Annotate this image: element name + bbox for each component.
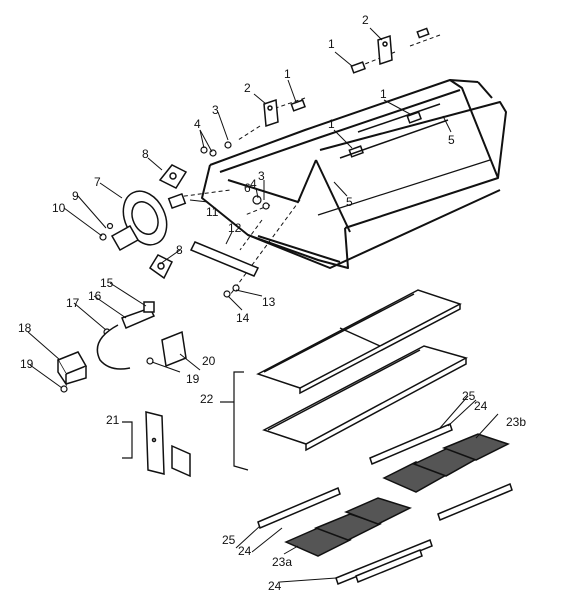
ignition-module <box>56 351 88 387</box>
bracket-21 <box>122 421 133 459</box>
panel-21-small <box>171 444 191 478</box>
bracket-right <box>377 34 393 66</box>
bracket-22 <box>220 371 249 471</box>
igniter-bracket <box>189 241 260 277</box>
callout-c20: 20 <box>202 354 216 368</box>
callout-c15: 15 <box>100 276 114 290</box>
callout-c4a: 4 <box>194 117 201 131</box>
callout-c5a: 5 <box>448 133 455 147</box>
igniter-assembly <box>96 301 156 370</box>
bolt-set <box>290 27 430 158</box>
callout-c1d: 1 <box>328 117 335 131</box>
plate-20 <box>161 330 187 368</box>
callout-c16: 16 <box>88 289 102 303</box>
callout-c4b: 4 <box>250 177 257 191</box>
callout-c17: 17 <box>66 296 80 310</box>
callout-c14: 14 <box>236 311 250 325</box>
callout-c10: 10 <box>52 201 66 215</box>
callout-c7: 7 <box>94 175 101 189</box>
callout-c8b: 8 <box>176 243 183 257</box>
grate-rails <box>257 422 513 585</box>
callout-c3a: 3 <box>212 103 219 117</box>
callout-c23a: 23a <box>272 555 292 569</box>
callout-c6: 6 <box>244 181 251 195</box>
callout-c13: 13 <box>262 295 276 309</box>
callout-c24a: 24 <box>474 399 488 413</box>
callout-c3b: 3 <box>258 169 265 183</box>
burner-valve <box>110 190 187 252</box>
callout-c1c: 1 <box>380 87 387 101</box>
callout-c5b: 5 <box>346 195 353 209</box>
callout-c22: 22 <box>200 392 214 406</box>
hardware-small <box>60 141 270 393</box>
grate-frames <box>256 289 468 452</box>
callout-c25b: 25 <box>222 533 236 547</box>
callout-c12: 12 <box>228 221 242 235</box>
gasket-upper <box>158 164 188 189</box>
gasket-lower <box>148 254 174 280</box>
callout-c18: 18 <box>18 321 32 335</box>
callout-c25a: 25 <box>462 389 476 403</box>
callout-c23b: 23b <box>506 415 526 429</box>
leader-lines <box>27 27 499 583</box>
callout-c11: 11 <box>206 205 219 219</box>
callout-c19a: 19 <box>20 357 34 371</box>
callout-c1b: 1 <box>284 67 291 81</box>
grill-grates-23b <box>382 433 510 493</box>
grill-grates-23a <box>284 497 412 557</box>
callout-c21: 21 <box>106 413 120 427</box>
callout-c19b: 19 <box>186 372 200 386</box>
bracket-left <box>263 98 279 128</box>
callout-c24c: 24 <box>268 579 282 593</box>
callout-c2b: 2 <box>244 81 251 95</box>
tie-rods <box>339 103 449 159</box>
panel-21-large <box>145 411 165 475</box>
callout-c2a: 2 <box>362 13 369 27</box>
callout-c24b: 24 <box>238 544 252 558</box>
callout-c1a: 1 <box>328 37 335 51</box>
callout-c8a: 8 <box>142 147 149 161</box>
callout-c9: 9 <box>72 189 79 203</box>
